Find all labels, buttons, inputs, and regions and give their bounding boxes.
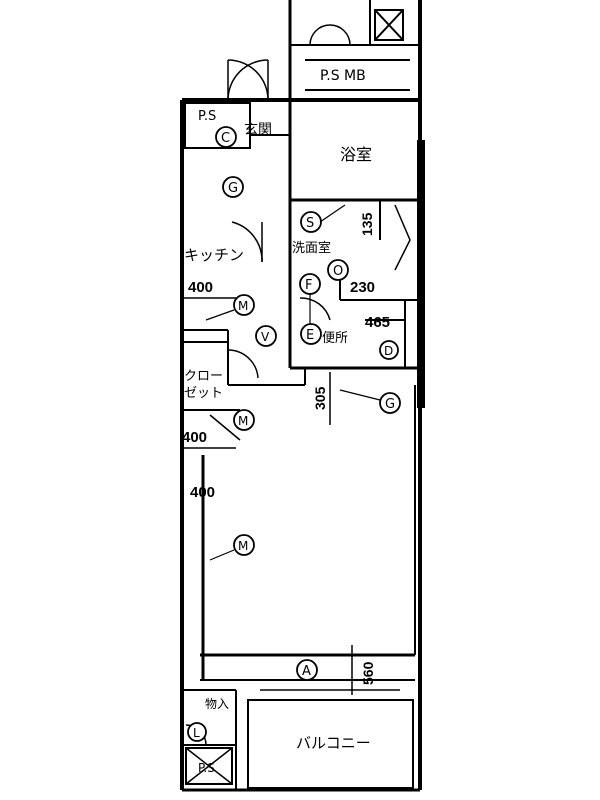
dim-400-c: 400 — [190, 484, 215, 501]
svg-text:S: S — [306, 216, 314, 231]
symbol-l: L — [187, 722, 207, 742]
kitchen-label: キッチン — [184, 246, 244, 264]
symbol-s: S — [300, 211, 322, 233]
svg-text:F: F — [305, 278, 312, 293]
svg-text:O: O — [333, 264, 343, 279]
dim-465: 465 — [365, 314, 390, 331]
symbol-m3: M — [233, 534, 255, 556]
svg-text:G: G — [385, 397, 395, 412]
dim-560: 560 — [360, 661, 376, 685]
wiring-lines — [205, 204, 381, 561]
dim-400-a: 400 — [188, 279, 213, 296]
svg-text:L: L — [193, 726, 200, 740]
symbol-f: F — [299, 273, 321, 295]
washroom-label: 洗面室 — [292, 240, 331, 256]
dimension-labels: 135 230 465 400 305 400 400 560 — [182, 212, 390, 685]
svg-text:M: M — [238, 539, 248, 553]
symbol-d: D — [379, 340, 399, 360]
dimension-lines — [182, 297, 400, 695]
interior-walls — [182, 100, 417, 790]
dim-135: 135 — [359, 212, 375, 236]
symbol-a: A — [296, 659, 318, 681]
toilet-label: 便所 — [322, 331, 348, 346]
dim-400-b: 400 — [182, 429, 207, 446]
symbol-v: V — [255, 325, 277, 347]
svg-text:M: M — [238, 299, 248, 313]
symbol-c: C — [215, 126, 237, 148]
svg-text:A: A — [302, 664, 311, 679]
symbol-g2: G — [379, 392, 401, 414]
svg-text:M: M — [238, 414, 248, 428]
dim-230: 230 — [350, 279, 375, 296]
ps-mb-crossbox — [305, 9, 410, 91]
symbol-g1: G — [222, 176, 244, 198]
symbol-m1: M — [233, 294, 255, 316]
ps-mb-label: P.S MB — [320, 68, 366, 84]
svg-text:D: D — [384, 344, 393, 358]
ps-bottom-crossbox — [185, 747, 233, 785]
symbol-o: O — [327, 259, 349, 281]
storage-label: 物入 — [205, 697, 229, 711]
balcony-label: バルコニー — [296, 734, 371, 752]
ps-bottom-label: P.S — [198, 761, 215, 775]
closet-label-1: クロー — [184, 369, 223, 384]
bath-label: 浴室 — [340, 145, 372, 164]
svg-text:E: E — [306, 328, 314, 343]
svg-text:V: V — [261, 330, 270, 344]
closet-label-2: ゼット — [184, 386, 223, 401]
dim-305: 305 — [312, 386, 328, 410]
entrance-label: 玄関 — [244, 121, 272, 138]
walls — [180, 0, 425, 792]
symbol-e: E — [300, 323, 322, 345]
symbol-m2: M — [233, 409, 255, 431]
room-labels: P.S MB P.S 玄関 浴室 キッチン 洗面室 便所 クロー ゼット 物入 … — [184, 68, 372, 775]
svg-text:G: G — [228, 181, 238, 196]
ps-top-label: P.S — [198, 109, 216, 124]
equipment-symbols: C G S O F M V E D M G M A L — [187, 126, 401, 742]
svg-text:C: C — [221, 131, 230, 146]
